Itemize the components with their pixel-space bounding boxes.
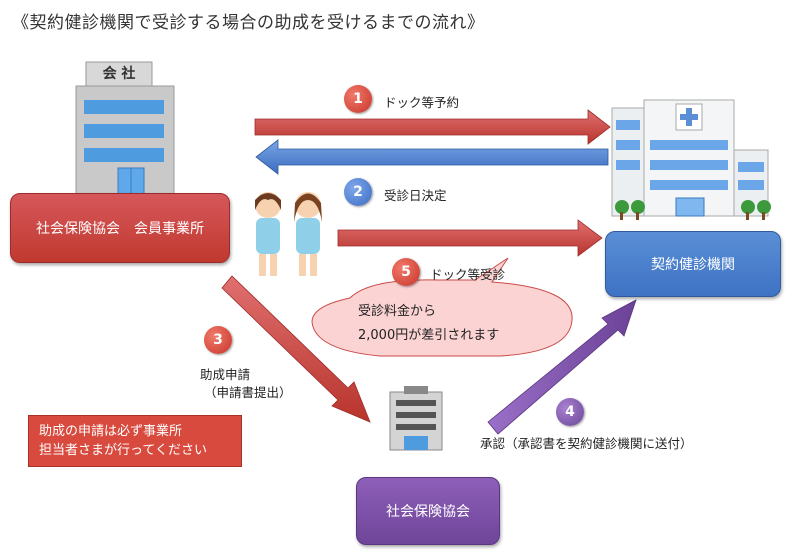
- arrow-2: [255, 139, 609, 175]
- note-line-2: 担当者さまが行ってください: [39, 443, 207, 458]
- arrow-1: [254, 109, 611, 145]
- bubble-line-2: 2,000円が差引されます: [358, 328, 500, 343]
- arrow-5: [337, 219, 603, 257]
- step-5-number: 5: [392, 258, 420, 286]
- step-2-number: 2: [344, 178, 372, 206]
- step-1-number: 1: [344, 85, 372, 113]
- step-3-number: 3: [204, 326, 232, 354]
- step-4-number: 4: [556, 398, 584, 426]
- member-company-label: 社会保険協会 会員事業所: [36, 221, 204, 237]
- applicant-note: 助成の申請は必ず事業所 担当者さまが行ってください: [28, 415, 242, 467]
- hospital-icon: [611, 99, 771, 220]
- clinic-label: 契約健診機関: [651, 257, 735, 273]
- company-sign: 会 社: [102, 66, 136, 82]
- step-3-label-2: （申請書提出）: [204, 385, 292, 400]
- arrow-3: [221, 275, 371, 423]
- page-title: 《契約健診機関で受診する場合の助成を受けるまでの流れ》: [12, 13, 485, 33]
- association-box: 社会保険協会: [356, 477, 500, 545]
- step-3-label-1: 助成申請: [200, 367, 251, 382]
- step-4-label: 承認（承認書を契約健診機関に送付）: [480, 436, 693, 451]
- patients-icon: [255, 192, 322, 276]
- speech-bubble: [311, 257, 573, 357]
- member-company-box: 社会保険協会 会員事業所: [10, 193, 230, 263]
- step-2-label: 受診日決定: [384, 188, 447, 203]
- bubble-line-1: 受診料金から: [358, 304, 437, 319]
- note-line-1: 助成の申請は必ず事業所: [39, 424, 183, 439]
- step-1-label: ドック等予約: [384, 95, 460, 110]
- association-building-icon: [389, 386, 443, 451]
- company-building-icon: [75, 61, 175, 195]
- step-5-label: ドック等受診: [430, 267, 506, 282]
- arrow-4: [487, 299, 637, 435]
- clinic-box: 契約健診機関: [605, 231, 781, 297]
- association-label: 社会保険協会: [386, 504, 470, 520]
